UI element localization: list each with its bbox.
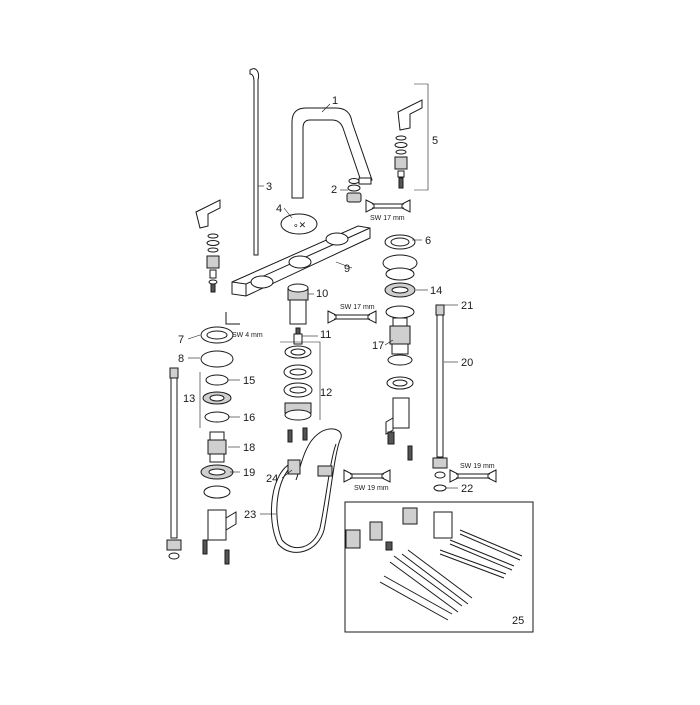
wrench-right xyxy=(449,469,497,483)
wrench-label-low: SW 19 mm xyxy=(354,485,389,492)
svg-text:∘✕: ∘✕ xyxy=(293,220,306,230)
allen-key xyxy=(225,312,240,325)
callout-1: 1 xyxy=(332,95,338,107)
callout-15: 15 xyxy=(243,375,255,387)
wrench-label-mid: SW 17 mm xyxy=(340,304,375,311)
wrench-top xyxy=(365,199,411,213)
part-escutcheon: ∘✕ xyxy=(280,213,318,235)
part-base-plate xyxy=(231,225,371,297)
callout-10: 10 xyxy=(316,288,328,300)
part-left-valve-stack xyxy=(200,326,237,565)
callout-11: 11 xyxy=(320,329,331,341)
callout-6: 6 xyxy=(425,235,431,247)
wrench-label-right: SW 19 mm xyxy=(460,463,495,470)
part-coiled-hose xyxy=(270,428,342,553)
callout-3: 3 xyxy=(266,181,272,193)
part-right-hose xyxy=(432,304,448,492)
wrench-label-top: SW 17 mm xyxy=(370,215,405,222)
service-kit-parts xyxy=(345,507,523,621)
callout-16: 16 xyxy=(243,412,255,424)
callout-23: 23 xyxy=(244,509,256,521)
part-rod xyxy=(249,68,259,256)
callout-24: 24 xyxy=(266,473,278,485)
part-right-handle xyxy=(394,99,423,189)
wrench-labels: SW 17 mm SW 17 mm SW 4 mm SW 19 mm SW 19… xyxy=(232,215,495,492)
callout-18: 18 xyxy=(243,442,255,454)
part-right-valve-stack xyxy=(382,234,418,461)
leader-lines xyxy=(187,103,458,515)
part-left-hose xyxy=(166,367,182,560)
wrench-low xyxy=(343,469,391,483)
callout-22: 22 xyxy=(461,483,473,495)
callout-20: 20 xyxy=(461,357,473,369)
callout-12: 12 xyxy=(320,387,332,399)
callout-21: 21 xyxy=(461,300,473,312)
part-center-stack xyxy=(283,345,313,443)
wrench-label-allen: SW 4 mm xyxy=(232,332,263,339)
callout-4: 4 xyxy=(276,203,282,215)
callout-25: 25 xyxy=(512,615,524,627)
callout-13: 13 xyxy=(183,393,195,405)
callout-17: 17 xyxy=(372,340,384,352)
wrench-mid xyxy=(327,310,377,324)
bracket-5 xyxy=(414,83,429,191)
part-left-handle xyxy=(195,199,221,293)
callout-numbers: 1 2 3 4 5 6 7 8 9 10 11 12 13 14 15 16 1… xyxy=(178,95,524,627)
callout-9: 9 xyxy=(344,263,350,275)
callout-14: 14 xyxy=(430,285,442,297)
bracket-12 xyxy=(280,341,321,420)
callout-19: 19 xyxy=(243,467,255,479)
callout-5: 5 xyxy=(432,135,438,147)
service-kit-box xyxy=(344,501,534,633)
part-aerator xyxy=(346,178,362,203)
callout-7: 7 xyxy=(178,334,184,346)
callout-8: 8 xyxy=(178,353,184,365)
part-center-cartridge xyxy=(287,283,309,345)
callout-2: 2 xyxy=(331,184,337,196)
